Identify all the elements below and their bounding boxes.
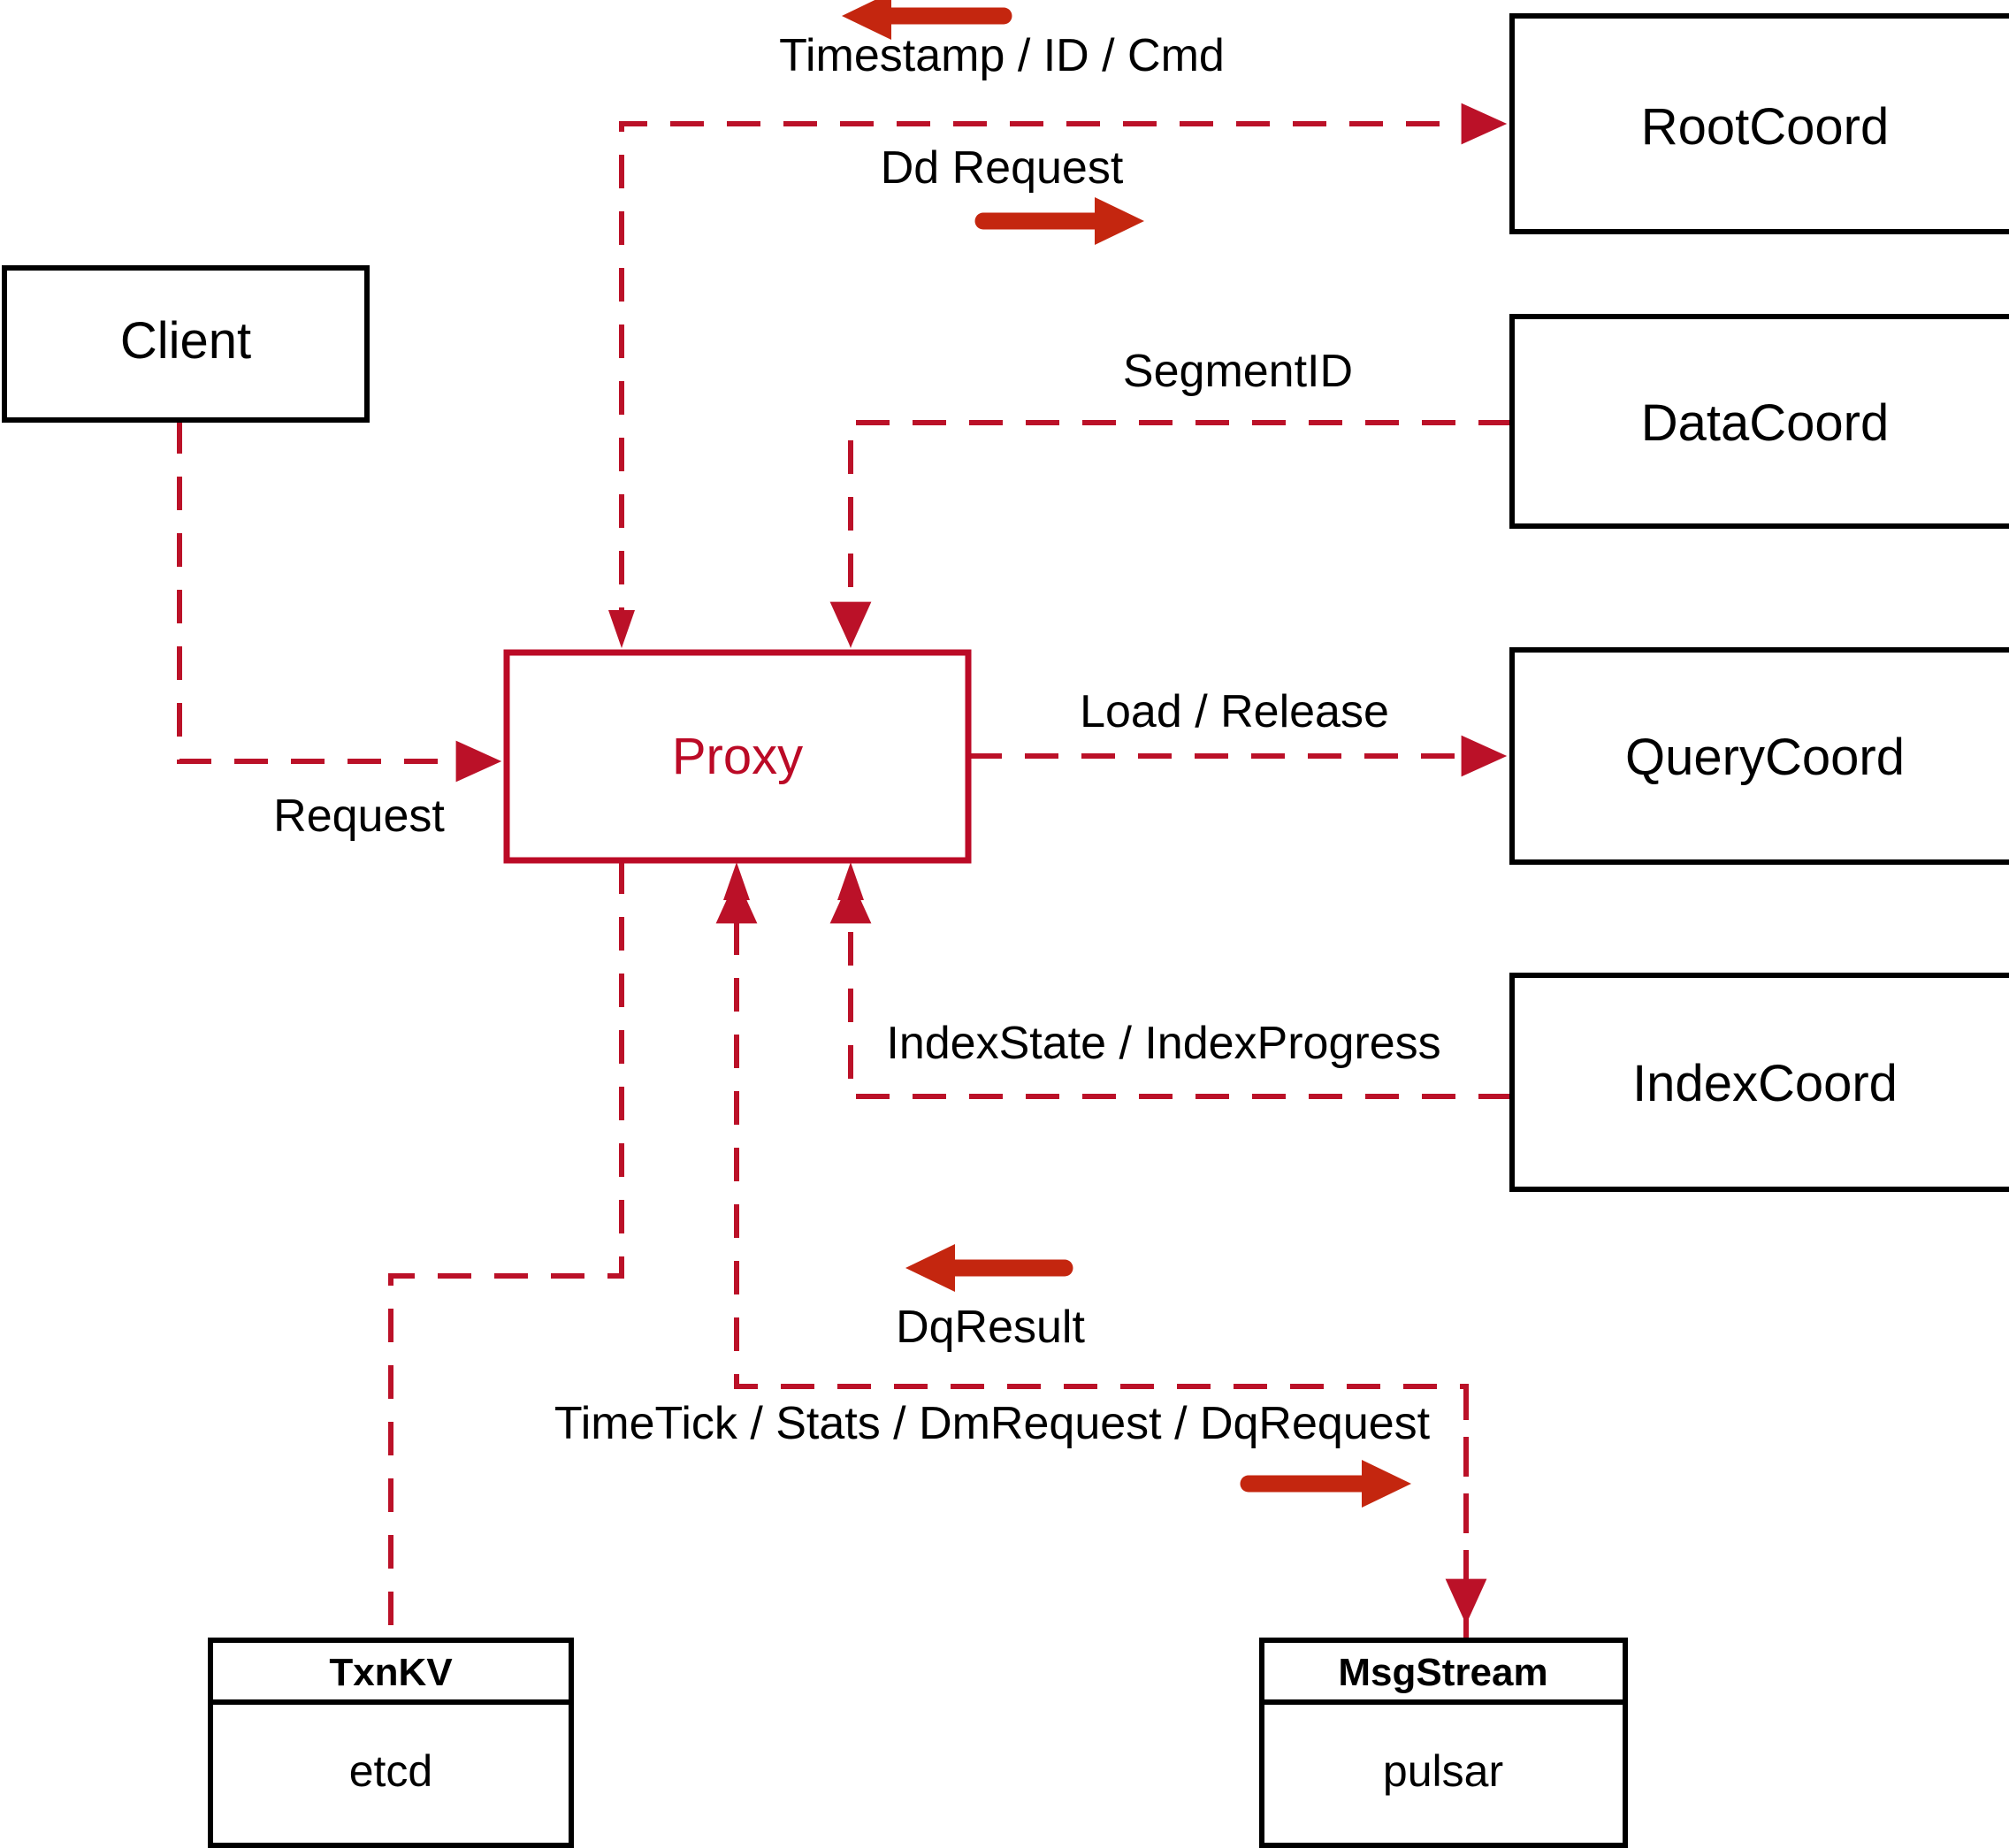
store-msgstream-title: MsgStream	[1338, 1651, 1547, 1694]
arrow-head-dqresult	[905, 1244, 955, 1292]
edge-label-request: Request	[273, 790, 445, 842]
edge-label-timestamp-id-cmd: Timestamp / ID / Cmd	[779, 30, 1225, 81]
node-datacoord-label: DataCoord	[1641, 394, 1889, 452]
store-txnkv-title: TxnKV	[329, 1651, 453, 1694]
edge-label-dd-request: Dd Request	[881, 142, 1124, 194]
store-txnkv-value: etcd	[349, 1746, 433, 1796]
edge-label-load-release: Load / Release	[1080, 686, 1389, 737]
direction-arrow-layer	[842, 0, 1411, 1508]
node-proxy-label: Proxy	[672, 728, 803, 785]
node-rootcoord-label: RootCoord	[1641, 98, 1889, 156]
edge-label-timetick-stats: TimeTick / Stats / DmRequest / DqRequest	[554, 1398, 1431, 1449]
node-datacoord-box[interactable]	[1509, 314, 2009, 529]
node-rootcoord-box[interactable]	[1509, 13, 2009, 234]
edge-label-indexstate: IndexState / IndexProgress	[886, 1018, 1440, 1069]
node-proxy[interactable]: Proxy	[503, 649, 972, 864]
edge-segmentid	[829, 420, 1512, 648]
connector-layer	[177, 103, 1512, 1640]
node-querycoord[interactable]: QueryCoord	[1509, 647, 2009, 865]
node-querycoord-label: QueryCoord	[1625, 729, 1905, 786]
store-msgstream[interactable]: MsgStream pulsar	[1259, 1638, 1628, 1848]
arrowhead-rootcoord-into-proxy	[608, 610, 635, 648]
node-datacoord[interactable]: DataCoord	[1509, 314, 2009, 529]
arrow-head-timestamp	[842, 0, 891, 40]
node-client-label: Client	[120, 312, 251, 370]
node-querycoord-box[interactable]	[1509, 647, 2009, 865]
arrow-head-timetick	[1362, 1460, 1411, 1508]
connector-arrowheads	[608, 610, 864, 900]
node-layer: Client Proxy RootCoord DataCoord QueryCo…	[2, 13, 2009, 1192]
node-proxy-box[interactable]	[503, 649, 972, 864]
store-msgstream-value: pulsar	[1383, 1746, 1503, 1796]
edge-label-dqresult: DqResult	[896, 1302, 1085, 1353]
edge-msgstream	[715, 877, 1469, 1640]
store-txnkv[interactable]: TxnKV etcd	[208, 1638, 574, 1848]
edge-request	[177, 420, 502, 783]
edge-label-segmentid: SegmentID	[1123, 346, 1353, 397]
edge-indexstate	[829, 877, 1512, 1099]
node-indexcoord-box[interactable]	[1509, 973, 2009, 1192]
node-indexcoord-label: IndexCoord	[1632, 1055, 1898, 1112]
arrowhead-msgstream-into-proxy	[723, 862, 750, 900]
node-indexcoord[interactable]: IndexCoord	[1509, 973, 2009, 1192]
edge-rootcoord	[619, 103, 1508, 641]
arrowhead-segmentid-into-proxy	[837, 610, 864, 648]
arrowhead-indexstate-into-proxy	[837, 862, 864, 900]
node-client-box[interactable]	[2, 265, 370, 423]
edge-label-layer: Request Timestamp / ID / Cmd Dd Request …	[273, 30, 1440, 1449]
store-msgstream-box[interactable]	[1259, 1638, 1628, 1848]
node-rootcoord[interactable]: RootCoord	[1509, 13, 2009, 234]
store-layer: TxnKV etcd MsgStream pulsar	[208, 1638, 1628, 1848]
arrow-head-ddrequest	[1095, 197, 1144, 245]
edge-txnkv	[388, 860, 624, 1640]
node-client[interactable]: Client	[2, 265, 370, 423]
store-txnkv-box[interactable]	[208, 1638, 574, 1848]
